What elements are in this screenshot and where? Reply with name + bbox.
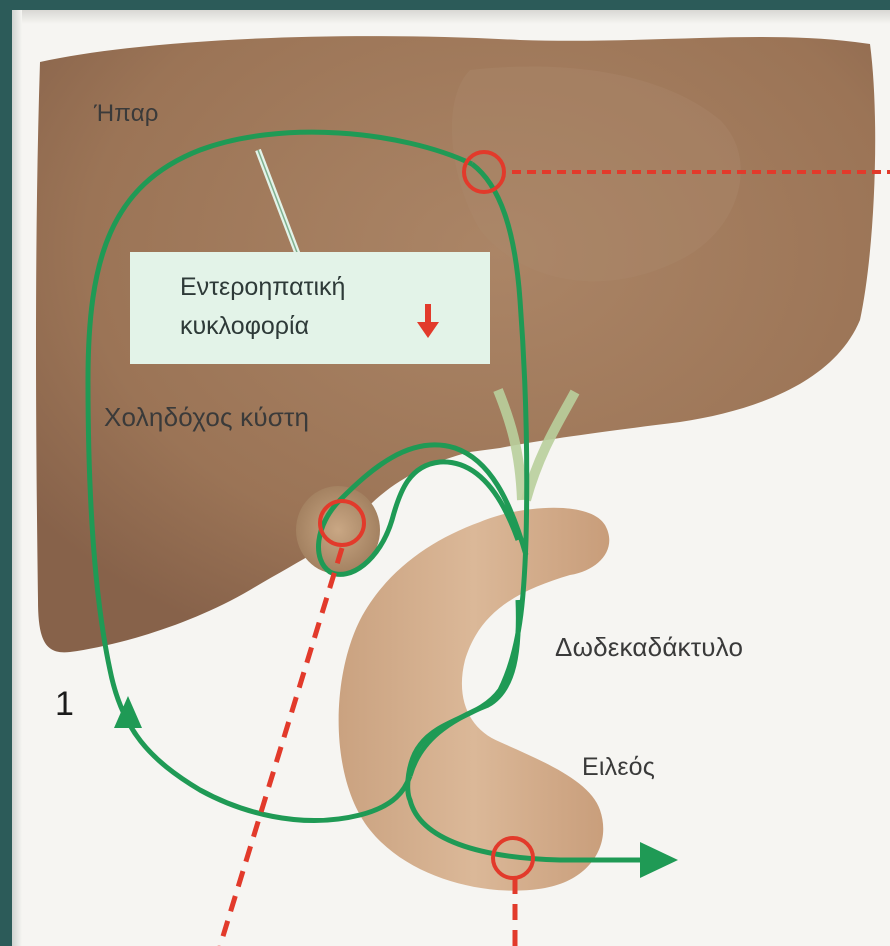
duodenum-shape	[339, 508, 610, 891]
callout-text: Εντεροηπατική κυκλοφορία	[180, 268, 345, 346]
down-arrow-icon	[414, 302, 444, 342]
label-gallbladder: Χοληδόχος κύστη	[104, 402, 309, 433]
callout-line-1: Εντεροηπατική	[180, 268, 345, 307]
label-ileum: Ειλεός	[582, 753, 655, 782]
diagram-svg	[12, 10, 890, 946]
label-duodenum: Δωδεκαδάκτυλο	[555, 632, 743, 663]
dashed-line-gallbladder	[220, 548, 342, 946]
arrowhead-icon-right	[640, 842, 678, 878]
figure-number: 1	[55, 685, 74, 724]
callout-line-2: κυκλοφορία	[180, 307, 345, 346]
diagram-canvas: Εντεροηπατική κυκλοφορία Ήπαρ Χοληδόχος …	[12, 10, 890, 946]
label-liver: Ήπαρ	[94, 100, 159, 128]
